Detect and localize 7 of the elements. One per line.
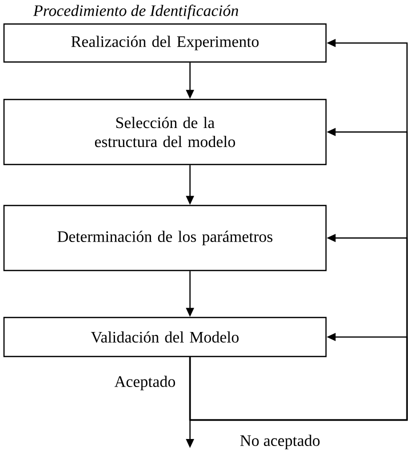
process-box: Validación del Modelo [3,316,327,358]
edge-label: Aceptado [114,376,176,390]
process-box: Realización del Experimento [3,23,327,63]
title: Procedimiento de Identificación [33,4,238,20]
process-box: Determinación de los parámetros [3,204,327,272]
edge-label: No aceptado [240,434,320,450]
process-box: Selección de la estructura del modelo [3,98,327,166]
